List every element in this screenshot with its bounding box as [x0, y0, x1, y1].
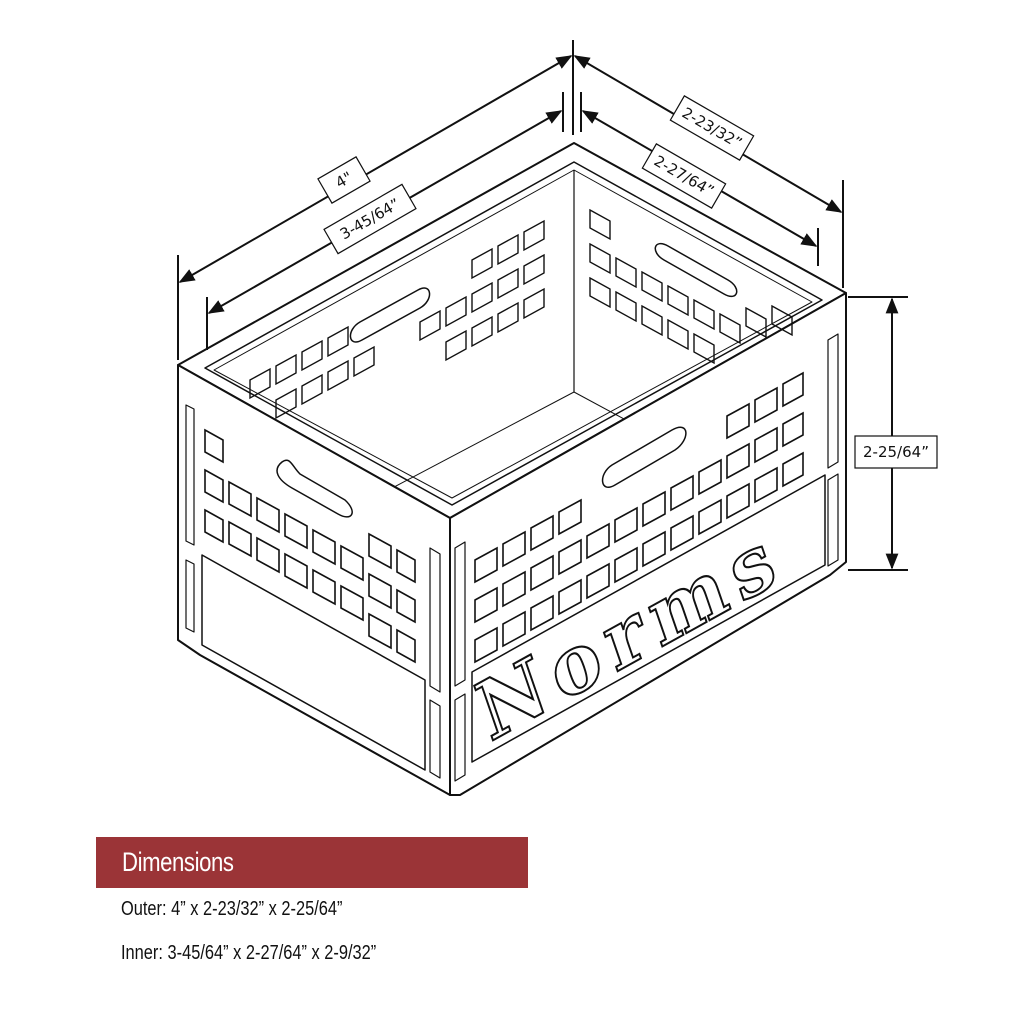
crate-diagram: Norms 4" 3-45/64” 2-23/32” — [177, 40, 938, 796]
inner-dimensions: Inner: 3-45/64” x 2-27/64” x 2-9/32” — [121, 942, 432, 965]
label-outer-height: 2-25/64” — [854, 435, 938, 469]
svg-text:4": 4" — [332, 168, 355, 192]
label-inner-length: 3-45/64” — [323, 183, 417, 255]
dimensions-title: Dimensions — [122, 847, 234, 877]
label-outer-width: 2-23/32” — [669, 95, 755, 161]
lattice-right-face — [474, 371, 804, 664]
dimensions-heading: Dimensions — [96, 837, 528, 888]
inner-dimensions-text: Inner: 3-45/64” x 2-27/64” x 2-9/32” — [121, 942, 377, 964]
label-outer-length: 4" — [317, 156, 371, 204]
outer-dimensions-text: Outer: 4” x 2-23/32” x 2-25/64” — [121, 898, 343, 920]
outer-dimensions: Outer: 4” x 2-23/32” x 2-25/64” — [121, 898, 391, 921]
svg-text:2-25/64”: 2-25/64” — [863, 443, 929, 461]
lattice-left-face — [204, 428, 416, 664]
